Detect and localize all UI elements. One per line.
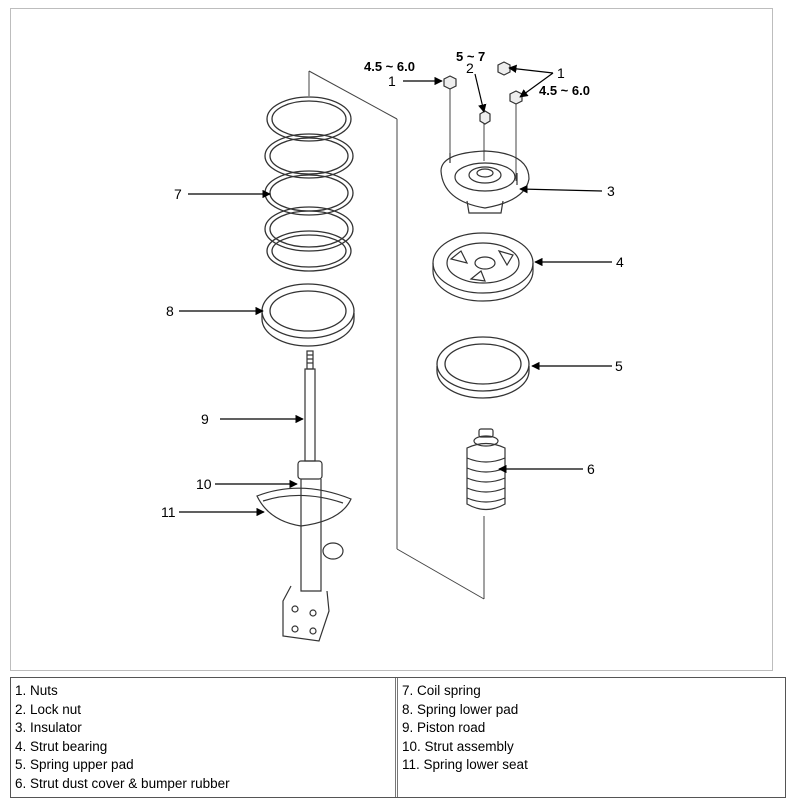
strut-exploded-diagram: 1 2 1 3 4 5 6 7 8 9 10 11 4.5 ~ 6.0 5 ~ … [161, 49, 624, 642]
legend-item: 2. Lock nut [15, 701, 82, 717]
spring-lower-pad [261, 283, 355, 347]
exploded-view-figure: 1 2 1 3 4 5 6 7 8 9 10 11 4.5 ~ 6.0 5 ~ … [10, 8, 773, 671]
callout-6: 6 [587, 461, 595, 477]
legend-column-right: 7. Coil spring 8. Spring lower pad 9. Pi… [398, 678, 785, 797]
callout-2: 2 [466, 60, 474, 76]
callout-3: 3 [607, 183, 615, 199]
spring-upper-pad [436, 336, 530, 399]
legend-item: 9. Piston road [402, 720, 486, 735]
assembly-guide-lines [308, 70, 517, 600]
callout-9: 9 [201, 411, 209, 427]
insulator [440, 150, 530, 214]
torque-lock-nut: 5 ~ 7 [456, 49, 485, 64]
strut-bearing [432, 232, 534, 302]
leader-lines [179, 64, 612, 517]
legend-item: 11. Spring lower seat [402, 757, 528, 772]
strut-assembly [256, 460, 352, 642]
legend-item: 5. Spring upper pad [15, 757, 134, 772]
top-nuts [443, 61, 523, 125]
legend-item: 3. Insulator [15, 720, 82, 735]
callout-5: 5 [615, 358, 623, 374]
callout-11: 11 [161, 504, 176, 520]
legend-item: 6. Strut dust cover & bumper rubber [15, 775, 230, 791]
legend-item: 4. Strut bearing [15, 738, 108, 754]
coil-spring [264, 96, 354, 272]
legend-item: 1. Nuts [15, 683, 58, 698]
callout-7: 7 [174, 186, 182, 202]
legend-item: 7. Coil spring [402, 683, 481, 698]
torque-nut-right: 4.5 ~ 6.0 [539, 83, 590, 98]
callout-1-left: 1 [388, 73, 396, 89]
torque-nut-left: 4.5 ~ 6.0 [364, 59, 415, 74]
callout-8: 8 [166, 303, 174, 319]
legend-item: 10. Strut assembly [402, 738, 514, 754]
parts-legend-table: 1. Nuts 2. Lock nut 3. Insulator 4. Stru… [10, 677, 786, 798]
callout-1-right: 1 [557, 65, 565, 81]
legend-item: 8. Spring lower pad [402, 701, 519, 717]
legend-column-left: 1. Nuts 2. Lock nut 3. Insulator 4. Stru… [11, 678, 398, 797]
piston-rod [304, 350, 316, 462]
callout-10: 10 [196, 476, 212, 492]
callout-4: 4 [616, 254, 624, 270]
